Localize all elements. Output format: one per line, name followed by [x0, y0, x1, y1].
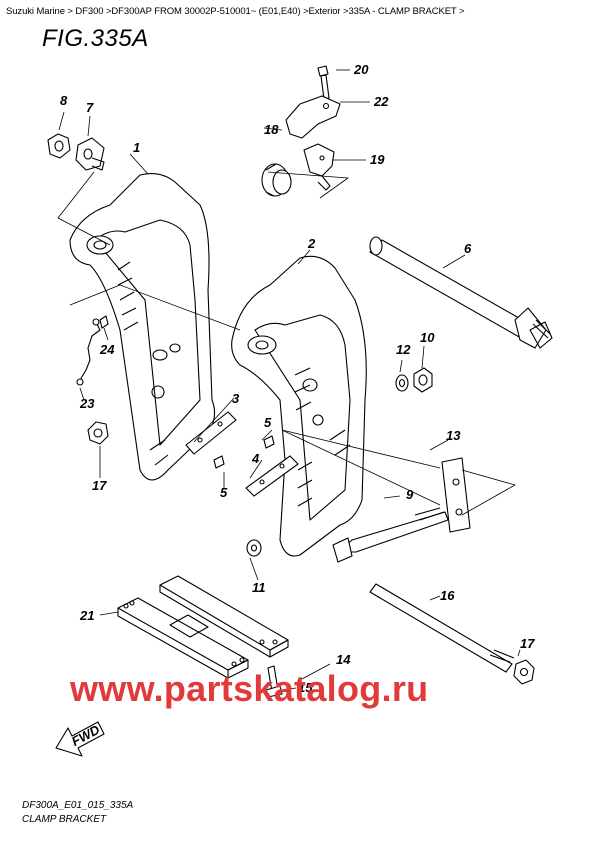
callout-5b: 5	[220, 485, 228, 500]
callout-23: 23	[79, 396, 95, 411]
fwd-arrow-icon: FWD	[55, 721, 105, 757]
nut-10	[413, 367, 433, 393]
callout-9: 9	[406, 487, 414, 502]
plate-3	[185, 411, 237, 455]
callout-13: 13	[446, 428, 461, 443]
bolt-9	[332, 507, 449, 563]
watermark: www.partskatalog.ru	[70, 668, 429, 709]
callout-4: 4	[251, 451, 260, 466]
callout-14: 14	[336, 652, 351, 667]
callout-20: 20	[353, 62, 369, 77]
grommet-7	[75, 137, 105, 171]
plate-14	[159, 575, 289, 658]
callout-18: 18	[264, 122, 279, 137]
leader-lines	[57, 69, 521, 691]
callout-17b: 17	[520, 636, 535, 651]
nut-17-left	[87, 421, 109, 445]
bolt-20	[317, 65, 330, 100]
bracket-19	[303, 143, 335, 191]
screw-5-a	[263, 435, 275, 449]
washer-12	[395, 374, 409, 392]
callout-5a: 5	[264, 415, 272, 430]
nut-17-right	[513, 659, 535, 685]
bolt-15	[265, 665, 283, 698]
plate-4	[245, 455, 299, 497]
plate-13	[441, 457, 471, 533]
callout-16: 16	[440, 588, 455, 603]
clamp-bracket-left	[69, 173, 216, 481]
ground-wire-23	[76, 318, 101, 386]
callout-1: 1	[133, 140, 140, 155]
callout-3: 3	[232, 391, 240, 406]
washer-11	[246, 539, 262, 557]
cover-22	[285, 95, 341, 139]
screw-5-b	[213, 455, 225, 469]
cap-18	[261, 163, 292, 197]
callout-7: 7	[86, 100, 94, 115]
callout-24: 24	[99, 342, 115, 357]
screw-24	[99, 315, 109, 329]
footer-name: CLAMP BRACKET	[22, 814, 107, 825]
clamp-bracket-right	[231, 255, 367, 557]
callout-15: 15	[298, 680, 313, 695]
callout-8: 8	[60, 93, 68, 108]
callout-10: 10	[420, 330, 435, 345]
callout-12: 12	[396, 342, 411, 357]
callout-labels: 1 2 3 4 5 5 6 7 8 9 10 11 12 13 14 15 16…	[60, 62, 535, 695]
callout-2: 2	[307, 236, 316, 251]
figure-title: FIG.335A	[42, 25, 149, 52]
callout-22: 22	[373, 94, 389, 109]
tilt-tube	[369, 236, 553, 349]
footer-code: DF300A_E01_015_335A	[22, 800, 134, 811]
callout-17a: 17	[92, 478, 107, 493]
callout-19: 19	[370, 152, 385, 167]
breadcrumb: Suzuki Marine > DF300 >DF300AP FROM 3000…	[6, 6, 465, 17]
callout-21: 21	[79, 608, 94, 623]
callout-6: 6	[464, 241, 472, 256]
callout-11: 11	[252, 580, 266, 595]
rod-16	[369, 583, 515, 673]
nut-8	[47, 133, 71, 159]
